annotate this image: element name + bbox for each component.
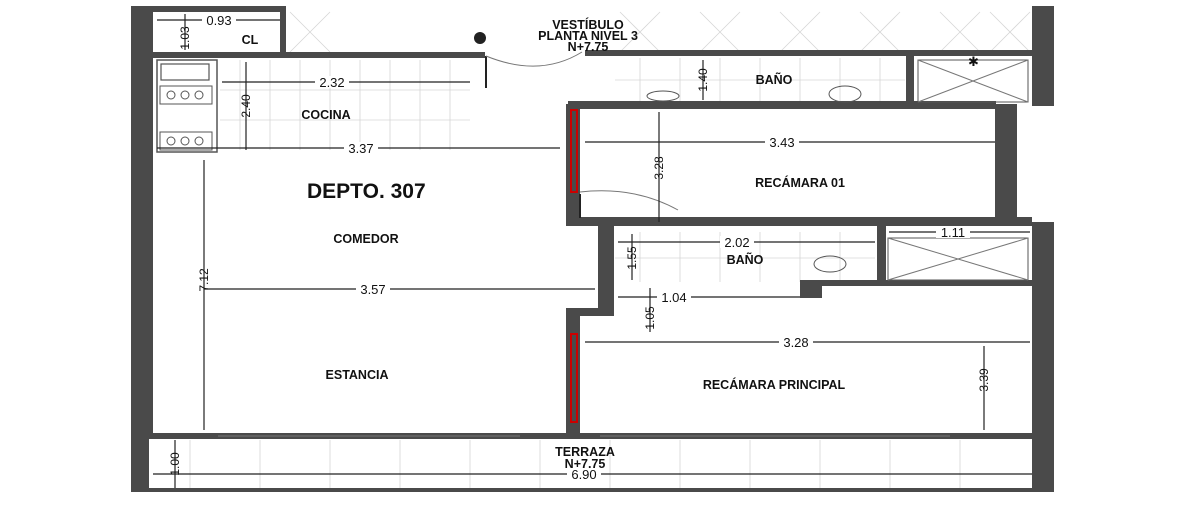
bedroom-door [579, 190, 679, 218]
room-label-comedor: COMEDOR [333, 232, 398, 246]
room-label-vestibulo-nivel: PLANTA NIVEL 3 [538, 29, 638, 43]
dim-rec01-height: 3.28 [652, 156, 666, 180]
room-label-bano-mid: BAÑO [727, 252, 764, 267]
entry-door [485, 51, 583, 88]
room-label-bano-top: BAÑO [756, 72, 793, 87]
dim-cocina-height: 2.40 [239, 94, 253, 118]
bath-fixtures-top: ✱ [646, 54, 1029, 103]
dim-depto-height: 7.12 [197, 268, 211, 292]
dim-comedor-width: 3.57 [360, 282, 385, 297]
walls [131, 6, 1054, 492]
room-label-recamara-01: RECÁMARA 01 [755, 175, 845, 190]
room-label-cocina: COCINA [301, 108, 350, 122]
dim-shower-width: 1.11 [941, 225, 965, 240]
dim-bano-top-height: 1.40 [696, 68, 710, 92]
room-label-recamara-principal: RECÁMARA PRINCIPAL [703, 377, 846, 392]
room-label-terraza: TERRAZA [555, 445, 615, 459]
room-label-estancia: ESTANCIA [326, 368, 389, 382]
kitchen-tiles [220, 60, 470, 150]
plan-title: DEPTO. 307 [307, 180, 426, 203]
dim-rec01-width: 3.43 [769, 135, 794, 150]
shower-star-icon: ✱ [968, 54, 979, 69]
dim-cocina-full: 3.37 [348, 141, 373, 156]
dim-cl-height: 1.03 [178, 26, 192, 50]
dimension-labels-vertical: 1.03 2.40 1.40 3.28 7.12 1.55 1.05 3.39 … [168, 26, 991, 476]
dim-terraza-width: 6.90 [571, 467, 596, 482]
room-label-vestibulo: VESTÍBULO [552, 17, 624, 32]
dim-recp-width: 3.28 [783, 335, 808, 350]
dim-cl-width: 0.93 [206, 13, 231, 28]
room-label-vestibulo-elev: N+7.75 [568, 40, 609, 54]
windows [218, 109, 950, 437]
dim-terraza-height: 1.00 [168, 452, 182, 476]
dim-hall-height: 1.05 [643, 306, 657, 330]
dim-cocina-width: 2.32 [319, 75, 344, 90]
kitchen-counter [156, 59, 218, 153]
dim-recp-height: 3.39 [977, 368, 991, 392]
dimension-labels-horizontal: 0.93 2.32 3.37 3.43 3.57 2.02 1.11 1.04 … [202, 13, 970, 482]
room-label-closet: CL [242, 33, 259, 47]
bath-fixtures-mid [813, 237, 1029, 281]
entry-marker-icon [474, 32, 486, 44]
bath-tiles [615, 58, 905, 282]
terrace-tiles [189, 440, 961, 488]
dim-hall-width: 1.04 [661, 290, 686, 305]
vestibule-tiles [289, 11, 1031, 53]
room-label-terraza-elev: N+7.75 [565, 457, 606, 471]
dim-bano-mid-width: 2.02 [724, 235, 749, 250]
dim-bano-mid-height: 1.55 [625, 246, 639, 270]
dimension-lines [153, 14, 1032, 488]
